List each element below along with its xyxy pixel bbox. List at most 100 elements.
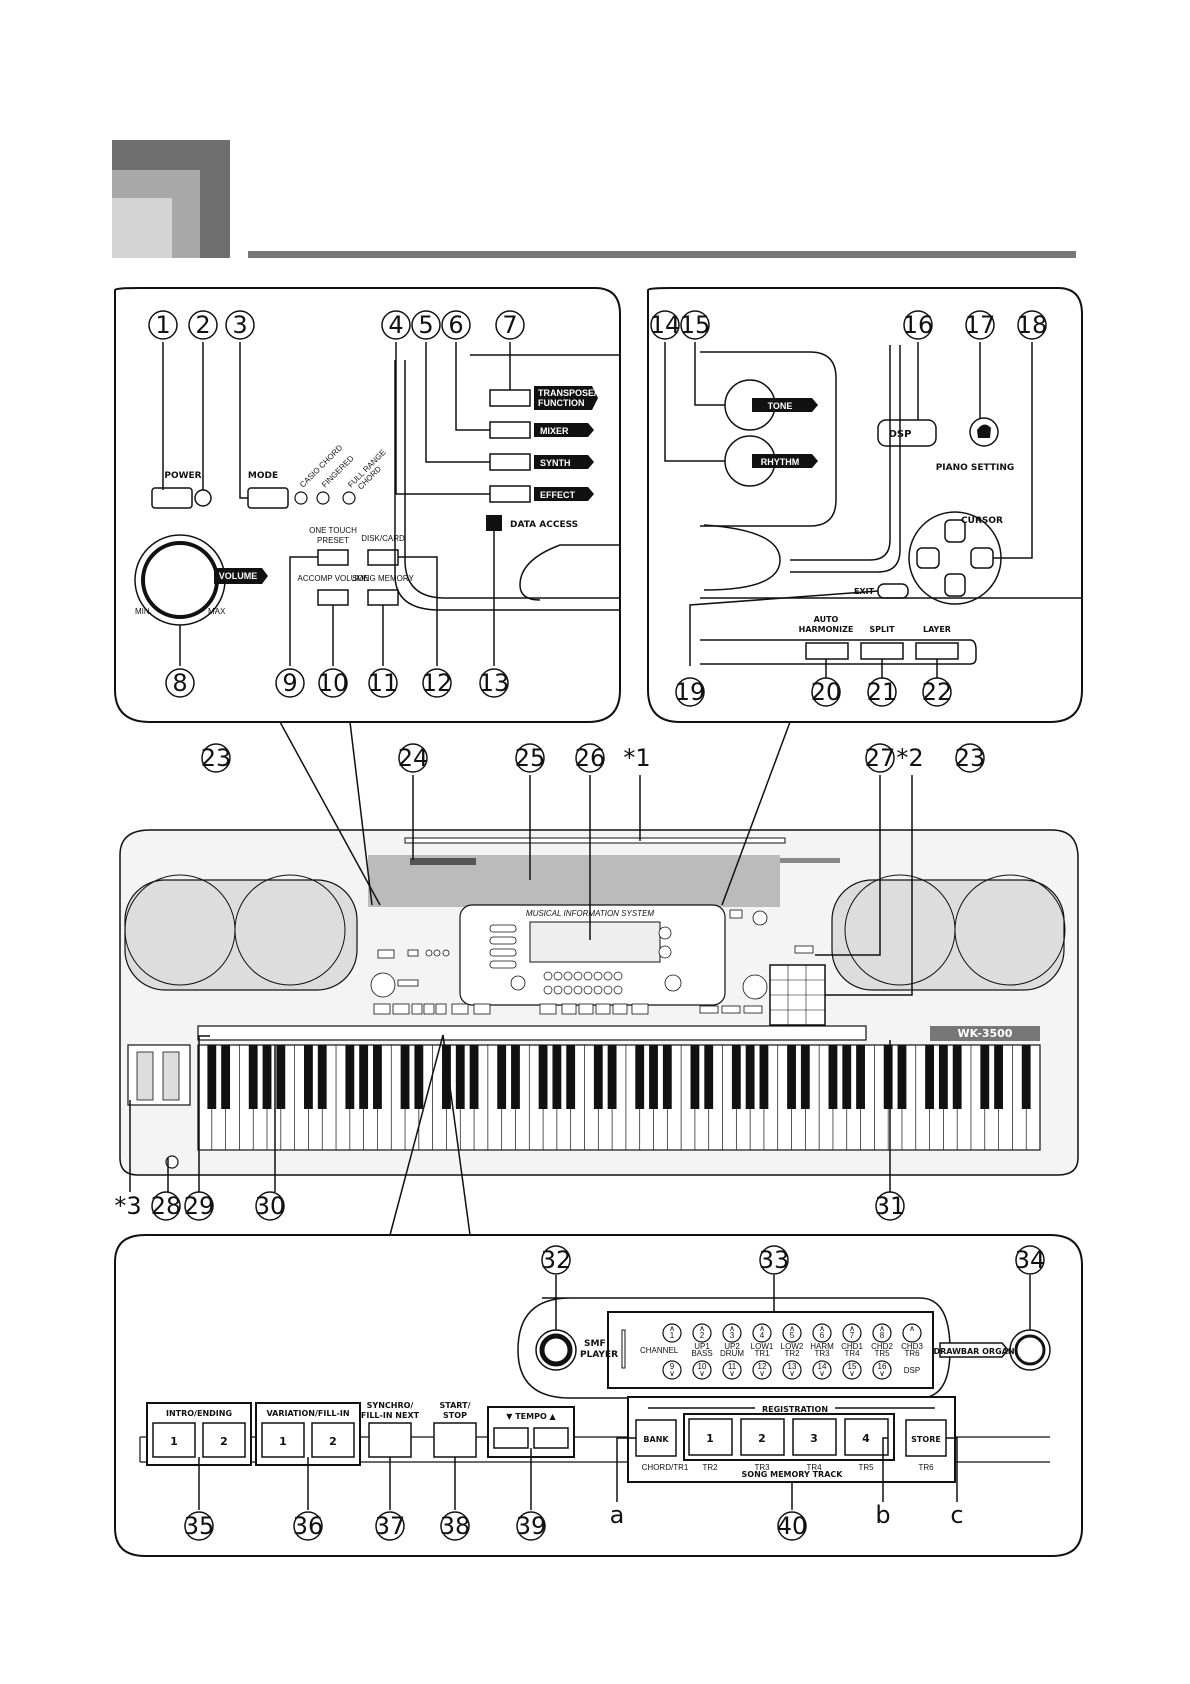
channel-up-button[interactable] (872, 1323, 892, 1343)
black-key[interactable] (262, 1045, 272, 1109)
start-stop-button[interactable] (433, 1422, 477, 1458)
callout-number-1: 1 (155, 311, 170, 339)
black-key[interactable] (842, 1045, 852, 1109)
black-key[interactable] (759, 1045, 769, 1109)
split-button[interactable] (860, 642, 904, 660)
disk-card-button[interactable] (367, 549, 399, 566)
channel-up-button[interactable] (662, 1323, 682, 1343)
channel-up-button[interactable] (812, 1323, 832, 1343)
black-key[interactable] (442, 1045, 451, 1109)
intro-1-button[interactable] (152, 1422, 196, 1458)
variation-1-button[interactable] (261, 1422, 305, 1458)
channel-down-button[interactable] (872, 1360, 892, 1380)
channel-down-button[interactable] (722, 1360, 742, 1380)
black-key[interactable] (649, 1045, 658, 1109)
black-key[interactable] (469, 1045, 479, 1109)
black-key[interactable] (800, 1045, 810, 1109)
black-key[interactable] (400, 1045, 410, 1109)
channel-down-button[interactable] (662, 1360, 682, 1380)
mode-button[interactable] (247, 487, 289, 509)
black-key[interactable] (662, 1045, 672, 1109)
reg-2-button[interactable] (740, 1418, 785, 1456)
registration-label: REGISTRATION (762, 1405, 828, 1414)
black-key[interactable] (276, 1045, 286, 1109)
piano-setting-button[interactable] (969, 417, 999, 447)
exit-button[interactable] (877, 583, 909, 599)
black-key[interactable] (925, 1045, 934, 1109)
black-key[interactable] (593, 1045, 603, 1109)
synchro-fill-in-next-button[interactable] (368, 1422, 412, 1458)
black-key[interactable] (745, 1045, 755, 1109)
black-key[interactable] (511, 1045, 520, 1109)
black-key[interactable] (690, 1045, 700, 1109)
dsp-button[interactable] (877, 419, 937, 447)
channel-down-button[interactable] (842, 1360, 862, 1380)
black-key[interactable] (607, 1045, 617, 1109)
black-key[interactable] (359, 1045, 369, 1109)
black-key[interactable] (787, 1045, 796, 1109)
black-key[interactable] (828, 1045, 838, 1109)
transpose-function-button[interactable] (489, 389, 531, 407)
channel-number: 16 (878, 1362, 887, 1371)
black-key[interactable] (897, 1045, 907, 1109)
channel-up-button[interactable] (692, 1323, 712, 1343)
bank-button[interactable] (635, 1419, 677, 1457)
channel-down-button[interactable] (752, 1360, 772, 1380)
channel-up-button[interactable] (722, 1323, 742, 1343)
power-button[interactable] (151, 487, 193, 509)
black-key[interactable] (248, 1045, 258, 1109)
black-key[interactable] (221, 1045, 231, 1109)
channel-up-button[interactable] (752, 1323, 772, 1343)
black-key[interactable] (566, 1045, 576, 1109)
channel-down-button[interactable] (692, 1360, 712, 1380)
one-touch-preset-button[interactable] (317, 549, 349, 566)
black-key[interactable] (552, 1045, 562, 1109)
effect-button[interactable] (489, 485, 531, 503)
black-key[interactable] (414, 1045, 424, 1109)
synth-button[interactable] (489, 453, 531, 471)
black-key[interactable] (304, 1045, 313, 1109)
cursor-right-button[interactable] (970, 547, 994, 569)
reg-4-button[interactable] (844, 1418, 889, 1456)
black-key[interactable] (952, 1045, 962, 1109)
variation-2-button[interactable] (311, 1422, 355, 1458)
black-key[interactable] (635, 1045, 645, 1109)
accomp-volume-button[interactable] (317, 589, 349, 606)
channel-down-button[interactable] (812, 1360, 832, 1380)
channel-up-button[interactable] (782, 1323, 802, 1343)
cursor-down-button[interactable] (944, 573, 966, 597)
cursor-left-button[interactable] (916, 547, 940, 569)
black-key[interactable] (455, 1045, 465, 1109)
tempo-down-button[interactable] (493, 1427, 529, 1449)
reg-3-button[interactable] (792, 1418, 837, 1456)
callout-circle-37 (375, 1511, 405, 1541)
layer-button[interactable] (915, 642, 959, 660)
start-label-2: STOP (443, 1411, 467, 1420)
black-key[interactable] (883, 1045, 893, 1109)
black-key[interactable] (345, 1045, 355, 1109)
cursor-up-button[interactable] (944, 519, 966, 543)
black-key[interactable] (994, 1045, 1004, 1109)
black-key[interactable] (704, 1045, 714, 1109)
channel-down-button[interactable] (782, 1360, 802, 1380)
black-key[interactable] (373, 1045, 382, 1109)
black-key[interactable] (317, 1045, 327, 1109)
channel-up-button[interactable] (902, 1323, 922, 1343)
mixer-button[interactable] (489, 421, 531, 439)
song-memory-button[interactable] (367, 589, 399, 606)
black-key[interactable] (1021, 1045, 1031, 1109)
black-key[interactable] (207, 1045, 217, 1109)
black-key[interactable] (938, 1045, 948, 1109)
intro-2-button[interactable] (202, 1422, 246, 1458)
black-key[interactable] (731, 1045, 741, 1109)
channel-up-button[interactable] (842, 1323, 862, 1343)
black-key[interactable] (497, 1045, 507, 1109)
black-key[interactable] (980, 1045, 990, 1109)
reg-1-button[interactable] (688, 1418, 733, 1456)
black-key[interactable] (538, 1045, 548, 1109)
store-button[interactable] (905, 1419, 947, 1457)
callout-circle-39 (516, 1511, 546, 1541)
black-key[interactable] (856, 1045, 865, 1109)
tempo-up-button[interactable] (533, 1427, 569, 1449)
auto-harmonize-button[interactable] (805, 642, 849, 660)
